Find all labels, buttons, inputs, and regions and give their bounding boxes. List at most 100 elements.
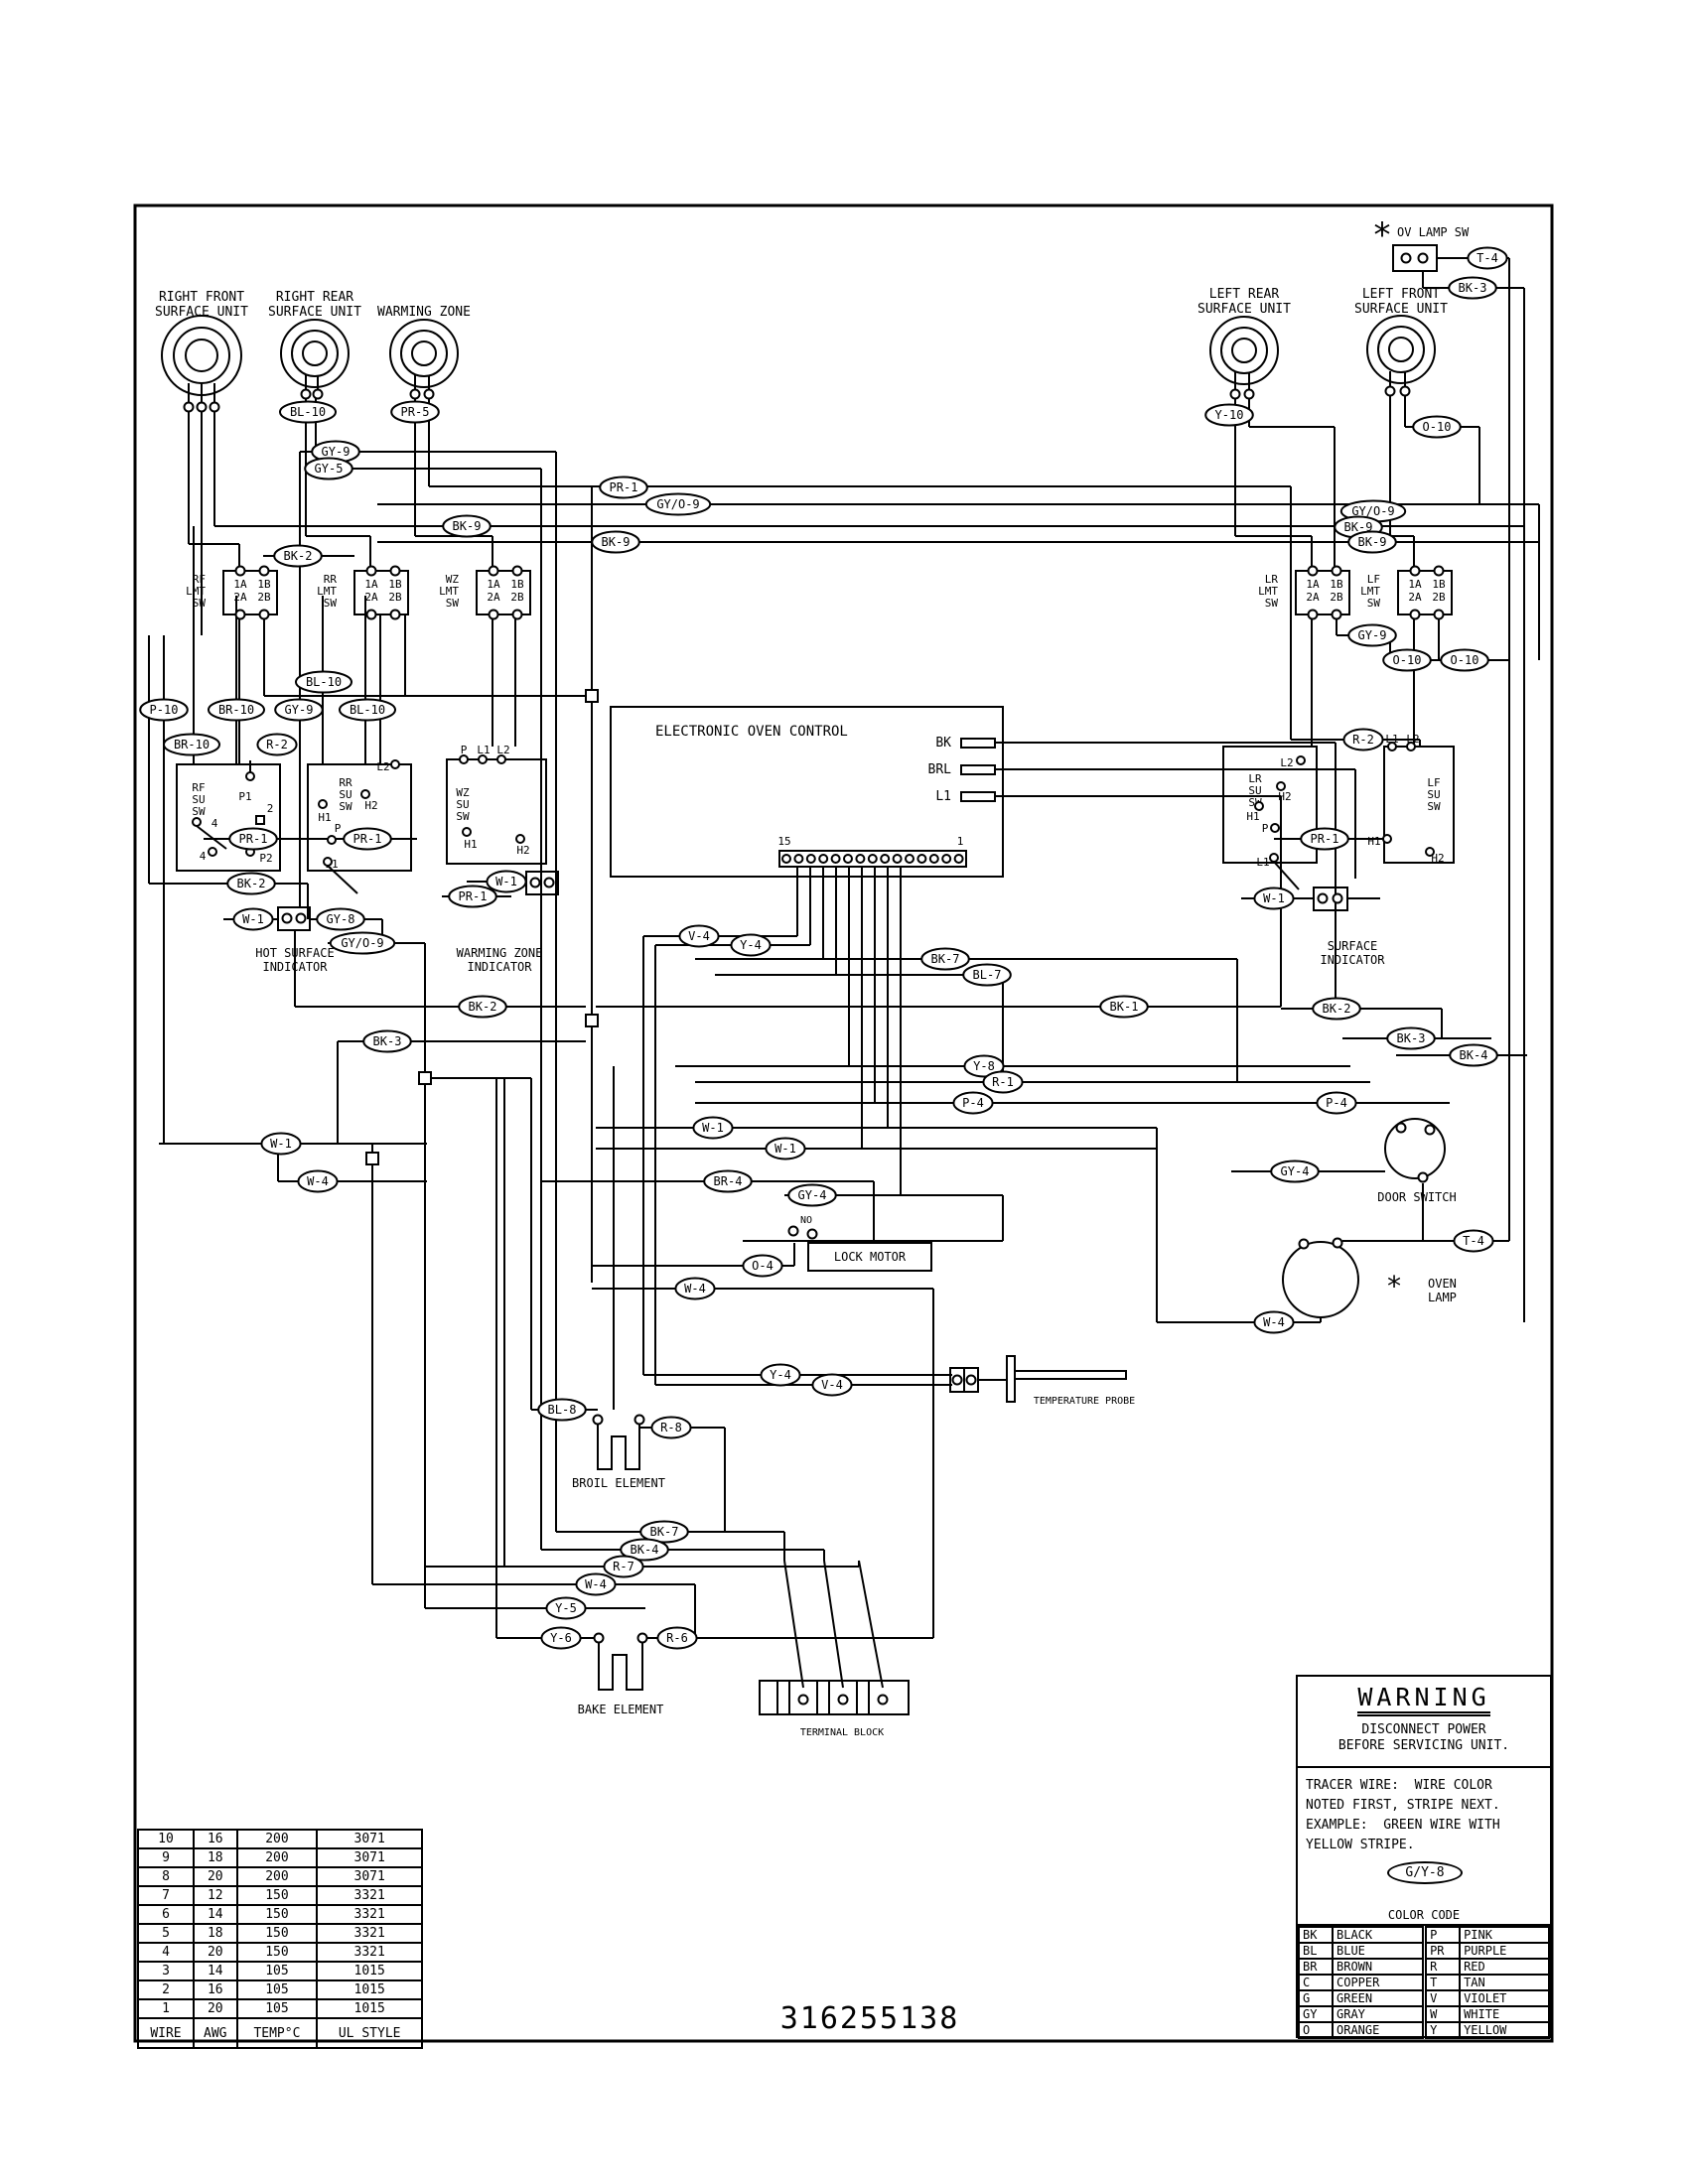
warming-zone-coil bbox=[389, 319, 459, 400]
diagram-text: BK-2 bbox=[284, 549, 313, 563]
ellipse bbox=[297, 1169, 339, 1193]
diagram-text: L2 bbox=[1280, 756, 1293, 769]
wire-table-cell: 18 bbox=[192, 1923, 238, 1944]
diagram-text: BL-10 bbox=[290, 405, 326, 419]
wire-table-cell: 200 bbox=[235, 1829, 319, 1849]
diagram-text: BK-9 bbox=[1344, 520, 1373, 534]
wire-table-cell: 150 bbox=[235, 1942, 319, 1963]
terminal-dot bbox=[389, 609, 401, 620]
diagram-text: L1 bbox=[935, 789, 951, 804]
wire-label-br-10: BR-10 bbox=[208, 698, 265, 722]
terminal-dot bbox=[1296, 755, 1306, 765]
wire-table-cell: 20 bbox=[192, 1998, 238, 2019]
diagram-text: 2A bbox=[233, 591, 247, 604]
wire-label-br-4: BR-4 bbox=[703, 1169, 753, 1193]
ellipse bbox=[692, 1116, 734, 1140]
ellipse bbox=[1342, 728, 1384, 751]
diagram-text: SW bbox=[193, 597, 207, 610]
left-rear-surface-unit-coil bbox=[1209, 316, 1279, 400]
diagram-text: RF bbox=[193, 573, 206, 586]
rect bbox=[307, 763, 412, 872]
diagram-text: BL-10 bbox=[350, 703, 385, 717]
junction-square bbox=[585, 1014, 599, 1027]
ellipse bbox=[329, 931, 396, 955]
terminal-dot bbox=[877, 1694, 889, 1706]
wire-label-gy/o-9: GY/O-9 bbox=[644, 492, 712, 516]
eoc-pin bbox=[880, 854, 891, 864]
diagram-text: RIGHT FRONT bbox=[159, 290, 244, 305]
diagram-text: BK-9 bbox=[602, 535, 631, 549]
diagram-text: SU bbox=[456, 798, 469, 811]
wire-table-cell: 16 bbox=[192, 1829, 238, 1849]
ellipse bbox=[760, 1363, 801, 1387]
device-circle bbox=[1282, 1241, 1359, 1318]
rect bbox=[1295, 570, 1350, 615]
terminal-dot bbox=[1395, 1122, 1407, 1134]
color-code-cell: BROWN bbox=[1332, 1958, 1426, 1976]
diagram-text: W-1 bbox=[242, 912, 264, 926]
color-code-cell: BLACK bbox=[1332, 1926, 1426, 1944]
device-circle bbox=[1384, 1118, 1446, 1179]
diagram-text: P2 bbox=[259, 852, 272, 865]
ellipse bbox=[442, 514, 492, 538]
terminal-dot bbox=[1384, 385, 1396, 397]
diagram-text: LF bbox=[1367, 573, 1380, 586]
wire-label-gy-9: GY-9 bbox=[274, 698, 324, 722]
ellipse bbox=[982, 1070, 1024, 1094]
terminal-dot bbox=[1243, 388, 1255, 400]
diagram-text: BR-10 bbox=[218, 703, 254, 717]
warning-line: BEFORE SERVICING UNIT. bbox=[1337, 1738, 1510, 1753]
diagram-text: 1 bbox=[957, 835, 964, 848]
terminal-dot bbox=[183, 401, 195, 413]
diagram-text: H1 bbox=[1367, 835, 1380, 848]
ellipse bbox=[1253, 887, 1295, 910]
diagram-text: GY-9 bbox=[285, 703, 314, 717]
wire-label-bk-3: BK-3 bbox=[1386, 1026, 1436, 1050]
ellipse bbox=[273, 544, 323, 568]
diagram-text: GY-4 bbox=[798, 1188, 827, 1202]
color-code-cell: PR bbox=[1422, 1942, 1462, 1960]
diagram-text: BK-1 bbox=[1110, 1000, 1139, 1014]
wire-label-p-10: P-10 bbox=[139, 698, 189, 722]
diagram-text: 2B bbox=[1432, 591, 1446, 604]
diagram-text: RR bbox=[339, 776, 352, 789]
diagram-text: LMT bbox=[1258, 585, 1278, 598]
drawing-border bbox=[133, 204, 1554, 2043]
ellipse bbox=[390, 400, 440, 424]
terminal-dot bbox=[295, 912, 307, 924]
color-code-cell: PINK bbox=[1459, 1926, 1550, 1944]
ellipse bbox=[1253, 1310, 1295, 1334]
wire-label-bl-7: BL-7 bbox=[962, 963, 1012, 987]
ellipse bbox=[279, 400, 337, 424]
color-code-cell: BK bbox=[1298, 1926, 1334, 1944]
ellipse bbox=[811, 1373, 853, 1397]
diagram-text: W-4 bbox=[1263, 1315, 1285, 1329]
terminal-dot bbox=[1417, 252, 1429, 264]
wire-label-gy-8: GY-8 bbox=[316, 907, 365, 931]
terminal-dot bbox=[1254, 801, 1264, 811]
wire-table-cell: 12 bbox=[192, 1885, 238, 1906]
diagram-text: SW bbox=[446, 597, 460, 610]
wire-table-cell: 3321 bbox=[316, 1923, 423, 1944]
wire-table-cell: 2 bbox=[137, 1979, 195, 2000]
diagram-text: P bbox=[335, 822, 342, 835]
diagram-text: 15 bbox=[777, 835, 790, 848]
wire-table-cell: 3321 bbox=[316, 1942, 423, 1963]
diagram-text: BK-2 bbox=[1323, 1002, 1351, 1016]
diagram-text: R-7 bbox=[613, 1560, 634, 1573]
wire-table-header-cell: TEMP°C bbox=[235, 2017, 319, 2049]
ellipse bbox=[362, 1029, 412, 1053]
element-coil bbox=[597, 1422, 640, 1470]
wire-segment bbox=[1273, 861, 1300, 890]
diagram-text: DOOR SWITCH bbox=[1377, 1190, 1456, 1204]
wire-label-bl-10: BL-10 bbox=[339, 698, 396, 722]
coil-ring bbox=[291, 330, 339, 377]
